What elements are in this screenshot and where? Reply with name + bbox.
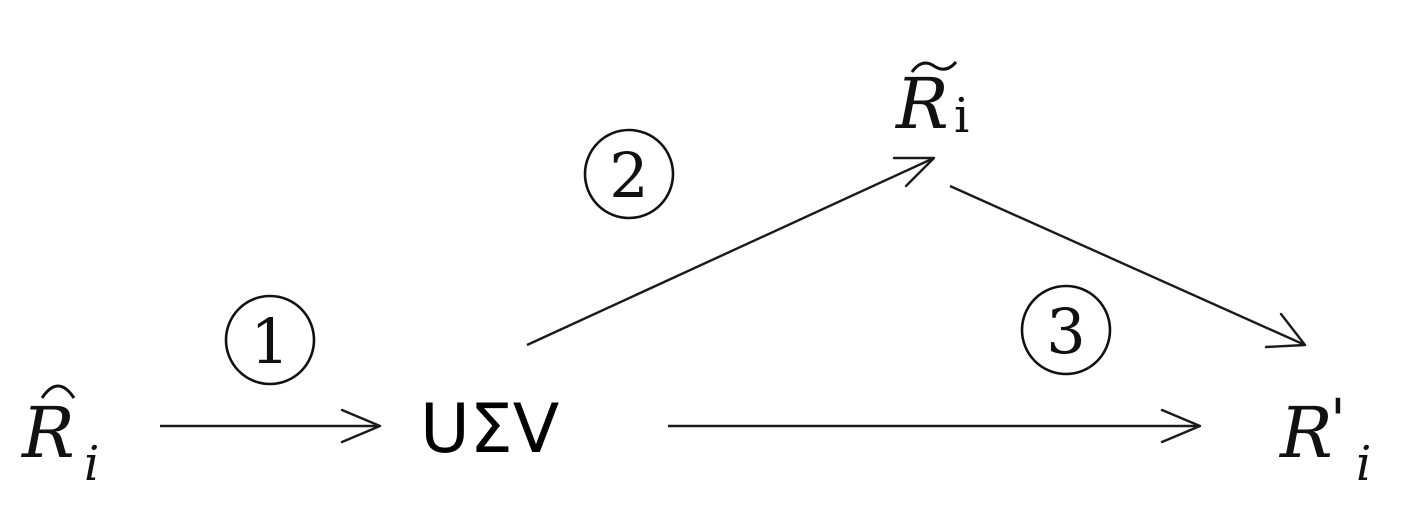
step-1-circle [224,294,316,386]
node-usv-label: UΣV [420,390,559,469]
node-r-hat-sub: i [84,436,99,492]
node-r-prime-mark: ' [1330,386,1346,454]
node-r-prime: R ' i [1278,386,1371,492]
step-3-circle [1020,284,1112,376]
arrow-r-hat-to-usv [160,408,382,444]
arrow-usv-to-r-tilde [526,156,936,347]
arrow-r-tilde-to-r-prime [949,184,1307,349]
node-r-tilde: R i [894,60,969,145]
node-r-tilde-base: R [894,63,949,145]
tilde-accent [910,60,958,73]
arrow-usv-to-r-prime [668,408,1202,444]
hat-accent [40,384,76,399]
node-r-prime-sub: i [1356,436,1371,492]
step-2-circle [583,128,675,220]
step-3-marker: 3 [1020,284,1112,376]
step-1-number: 1 [250,305,289,378]
step-3-number: 3 [1046,295,1085,368]
node-r-tilde-sub: i [954,88,969,144]
node-r-hat: R i [20,384,99,492]
node-usv: UΣV [420,390,559,469]
step-2-number: 2 [609,139,648,212]
step-2-marker: 2 [583,128,675,220]
step-1-marker: 1 [224,294,316,386]
node-r-hat-base: R [20,392,75,474]
node-r-prime-base: R [1278,392,1333,474]
